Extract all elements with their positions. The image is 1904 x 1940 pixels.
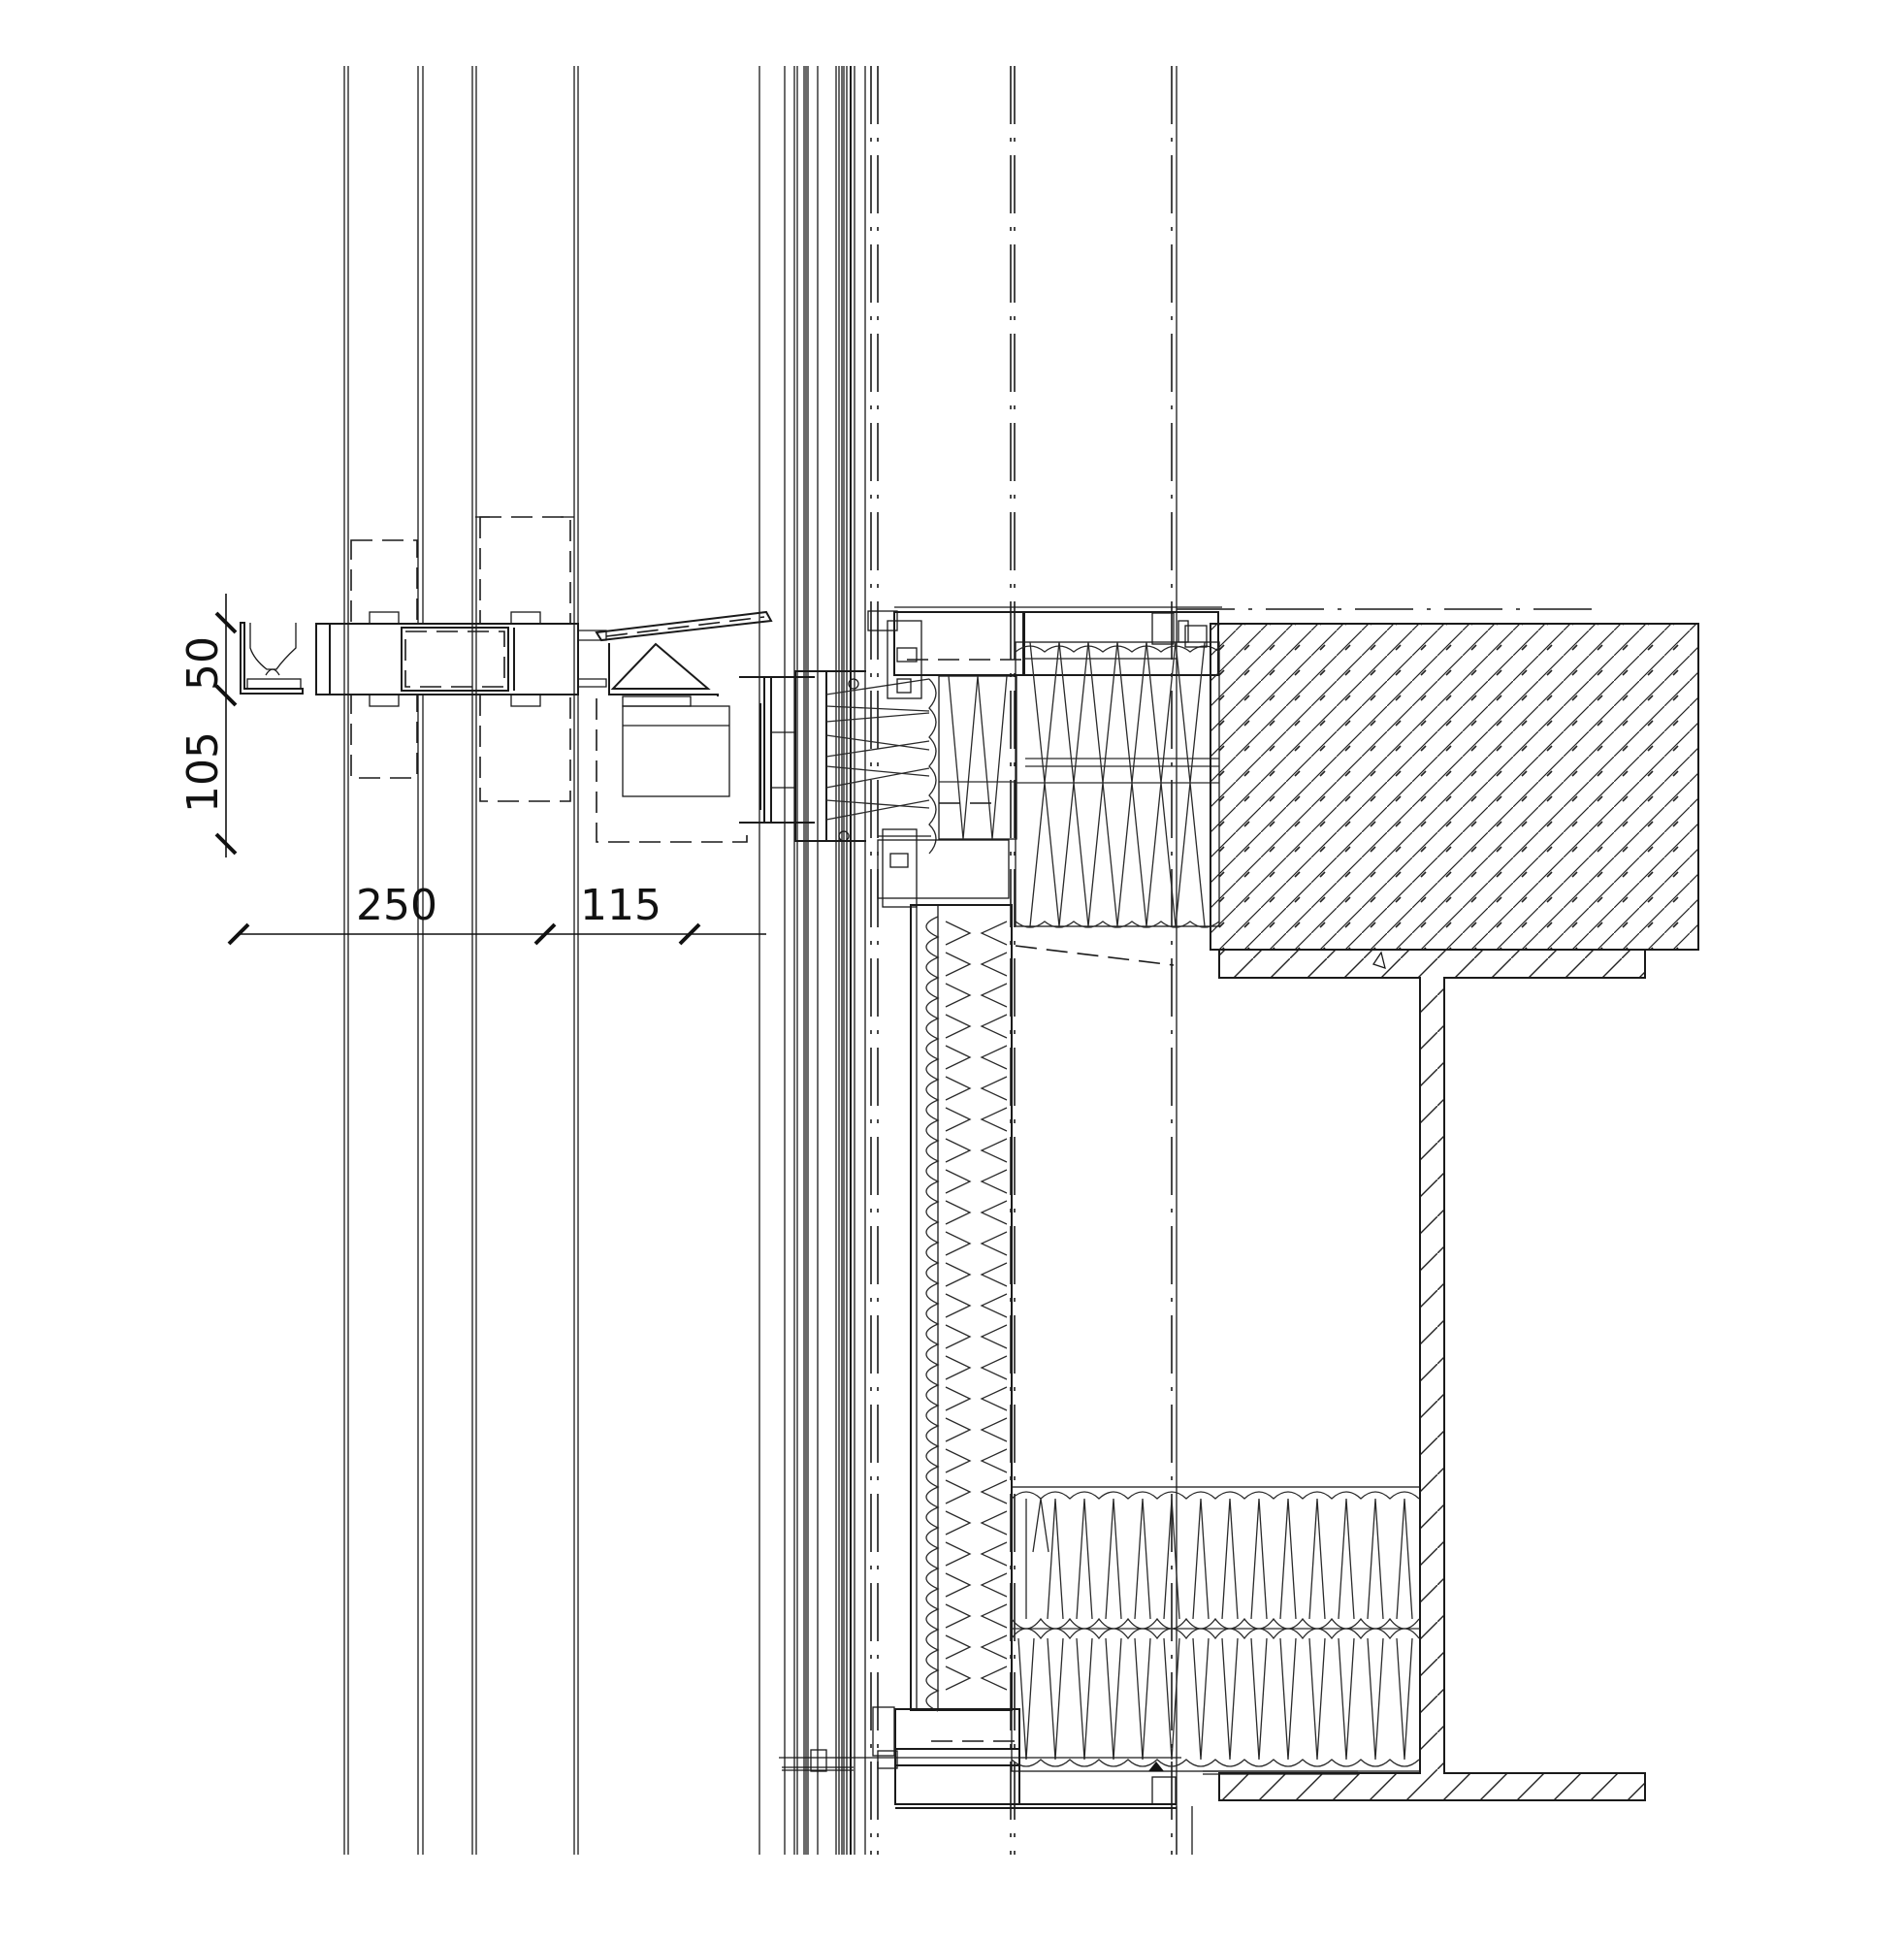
sill-frame	[779, 1706, 1358, 1855]
dimension-lines	[214, 594, 766, 946]
sloped-cap-and-bracket	[595, 610, 815, 843]
transom-profile	[240, 516, 607, 802]
steel-i-beam	[1218, 949, 1646, 1801]
dimension-label-50: 50	[178, 636, 228, 691]
dimension-label-250: 250	[356, 881, 437, 930]
insulation-upper-main	[1015, 641, 1220, 966]
window-frame-insulation	[794, 610, 937, 908]
glass-pane-lines	[343, 66, 579, 1855]
dimension-label-115: 115	[580, 881, 662, 930]
dimension-label-105: 105	[178, 731, 228, 813]
insulation-vertical-strip	[910, 904, 1013, 1712]
insulation-upper-left	[877, 675, 1017, 899]
insulation-lower-block	[1011, 1486, 1421, 1772]
concrete-slab	[1177, 608, 1699, 951]
mullion-profile-lines	[758, 66, 1178, 1855]
